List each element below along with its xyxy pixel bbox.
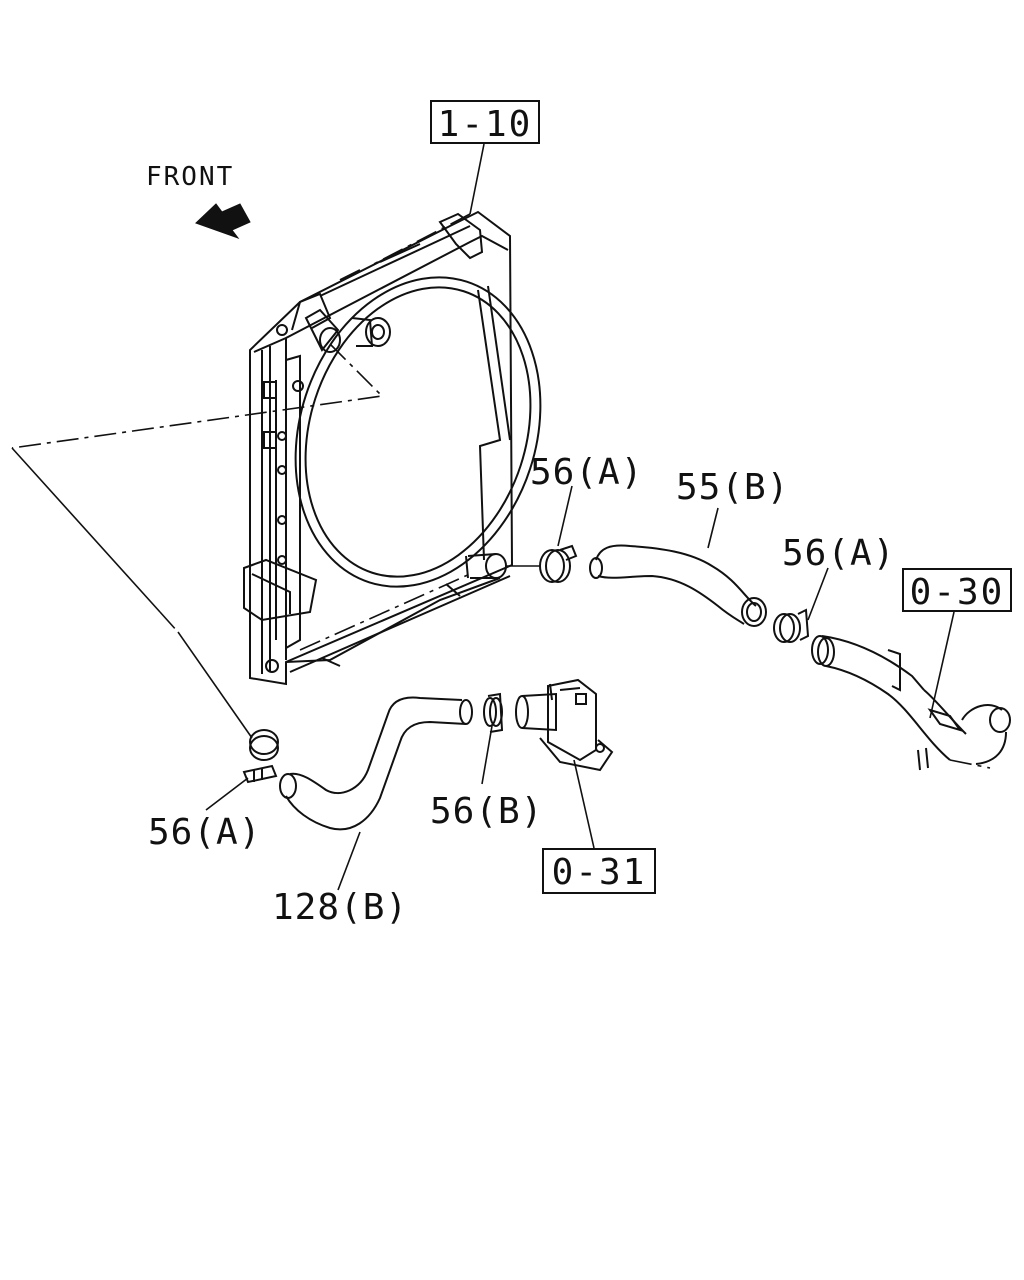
front-arrow-icon — [195, 203, 251, 240]
clamp-56b — [483, 692, 504, 733]
ref-box-thermostat-housing[interactable]: 0-31 — [542, 848, 656, 894]
clamp-56a-upper-right — [773, 608, 810, 643]
radiator — [243, 210, 542, 686]
front-direction-label: FRONT — [146, 162, 235, 192]
clamp-56a-upper-left — [506, 544, 578, 583]
ref-box-radiator[interactable]: 1-10 — [430, 100, 540, 144]
ref-box-outlet-pipe[interactable]: 0-30 — [902, 568, 1012, 612]
label-clamp-56a-lower-left: 56(A) — [148, 812, 262, 853]
thermostat-housing — [515, 678, 614, 772]
label-clamp-56a-upper-left: 56(A) — [530, 452, 644, 493]
label-clamp-56a-upper-right: 56(A) — [782, 533, 896, 574]
clamp-56a-lower-left — [242, 729, 279, 784]
outlet-pipe — [811, 635, 1011, 771]
hose-128b — [279, 696, 473, 831]
hose-55b — [589, 544, 767, 627]
label-hose-128b: 128(B) — [272, 887, 409, 928]
label-hose-55b: 55(B) — [676, 467, 790, 508]
label-clamp-56b: 56(B) — [430, 791, 544, 832]
